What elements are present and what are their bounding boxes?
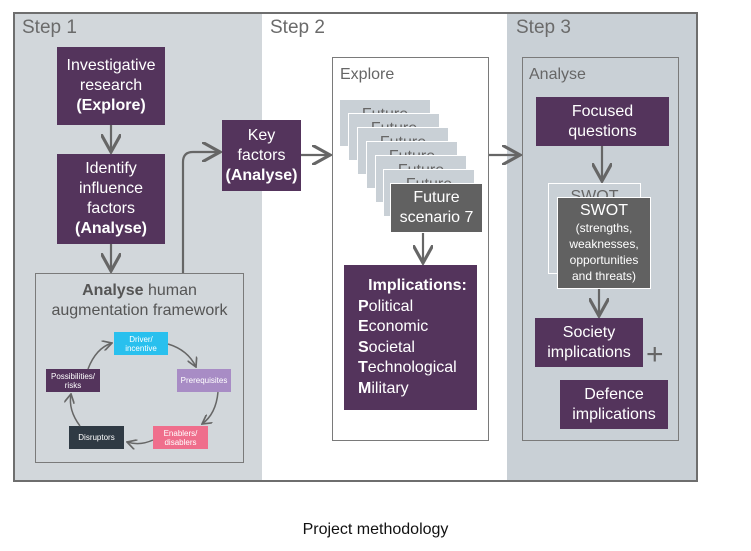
step2-label: Step 2 xyxy=(270,17,325,38)
box-text: implications xyxy=(572,405,656,423)
initial: P xyxy=(358,297,369,315)
cycle-arrow-driver-prereq xyxy=(167,343,196,367)
box-text: Defence xyxy=(584,385,644,403)
box-text-bold: (Explore) xyxy=(76,97,146,114)
framework-title-bold: Analyse xyxy=(82,282,144,299)
key-factors-box: Key factors (Analyse) xyxy=(222,120,301,191)
step1-label: Step 1 xyxy=(22,17,77,38)
implication-item: Political xyxy=(358,297,413,318)
rest: olitical xyxy=(368,297,414,315)
framework-title-line2: augmentation framework xyxy=(51,302,228,319)
cycle-disruptors: Disruptors xyxy=(69,426,124,449)
cycle-arrow-disruptors-possibilities xyxy=(70,394,81,427)
framework-title: Analyse human augmentation framework xyxy=(35,281,244,321)
analyse-box xyxy=(522,57,679,441)
swot-text: opportunities xyxy=(569,253,639,267)
swot-card: SWOT (strengths, weaknesses, opportuniti… xyxy=(557,197,651,289)
rest: ocietal xyxy=(368,338,415,356)
cycle-arrow-prereq-enablers xyxy=(202,391,219,424)
cycle-arrow-enablers-disruptors xyxy=(127,440,154,444)
figure-caption: Project methodology xyxy=(302,521,449,538)
rest: echnological xyxy=(367,359,457,376)
box-text: factors xyxy=(86,200,135,217)
focused-questions-box: Focused questions xyxy=(536,97,669,146)
investigative-research-box: Investigative research (Explore) xyxy=(57,47,165,125)
cycle-text: Driver/ xyxy=(129,334,153,344)
box-text: Focused xyxy=(571,102,634,120)
box-text-bold: (Analyse) xyxy=(225,166,298,184)
cycle-prerequisites: Prerequisites xyxy=(177,369,231,392)
swot-text: (strengths, xyxy=(575,221,633,235)
cycle-text: Enablers/ xyxy=(163,428,198,438)
swot-text: weaknesses, xyxy=(569,237,639,251)
framework-title-rest: human xyxy=(143,282,197,299)
cycle-text: Prerequisites xyxy=(180,376,228,385)
initial: E xyxy=(358,318,369,335)
explore-label: Explore xyxy=(340,66,395,83)
cycle-text: Disruptors xyxy=(78,433,115,442)
defence-implications-box: Defence implications xyxy=(560,380,668,429)
implication-item: Technological xyxy=(358,358,457,379)
box-text: implications xyxy=(547,343,631,361)
cycle-text: disablers xyxy=(164,437,197,447)
plus-icon: + xyxy=(646,338,664,371)
cycle-text: incentive xyxy=(125,343,157,353)
cycle-text: risks xyxy=(64,380,82,390)
cycle-enablers-disablers: Enablers/disablers xyxy=(153,426,208,449)
identify-influence-factors-box: Identify influence factors (Analyse) xyxy=(57,154,165,244)
initial: S xyxy=(358,338,369,356)
implication-item: Economic xyxy=(358,317,428,338)
rest: ilitary xyxy=(371,379,409,397)
implications-heading: Implications: xyxy=(368,277,467,294)
framework-box xyxy=(35,273,244,463)
box-text: influence xyxy=(78,180,144,197)
box-text: research xyxy=(79,77,143,94)
swot-title: SWOT xyxy=(580,202,628,219)
arrow-framework-to-keyfactors xyxy=(181,152,220,273)
box-text: Society xyxy=(562,323,616,341)
future-scenario-7-card: Future scenario 7 xyxy=(390,183,483,233)
box-text: Key xyxy=(247,126,276,144)
implication-item: Societal xyxy=(358,338,415,359)
box-text: Identify xyxy=(85,160,137,177)
cycle-possibilities-risks: Possibilities/risks xyxy=(46,369,100,392)
society-implications-box: Society implications xyxy=(535,318,643,367)
cycle-driver-incentive: Driver/incentive xyxy=(114,332,168,355)
implications-box: Implications: Political Economic Societa… xyxy=(344,265,477,410)
step3-label: Step 3 xyxy=(516,17,571,38)
explore-box xyxy=(332,57,489,441)
box-text: Investigative xyxy=(66,57,156,74)
box-text: questions xyxy=(568,122,637,140)
card-text: scenario 7 xyxy=(399,209,474,226)
initial: T xyxy=(358,359,368,376)
cycle-arrow-possibilities-driver xyxy=(87,343,112,370)
box-text: factors xyxy=(237,146,286,164)
swot-text: and threats) xyxy=(571,269,637,283)
rest: conomic xyxy=(368,318,429,335)
initial: M xyxy=(358,379,372,397)
card-text: Future xyxy=(413,189,460,206)
cycle-text: Possibilities/ xyxy=(50,371,95,381)
box-text-bold: (Analyse) xyxy=(74,220,148,237)
implication-item: Military xyxy=(358,379,409,400)
analyse-label: Analyse xyxy=(529,66,586,83)
